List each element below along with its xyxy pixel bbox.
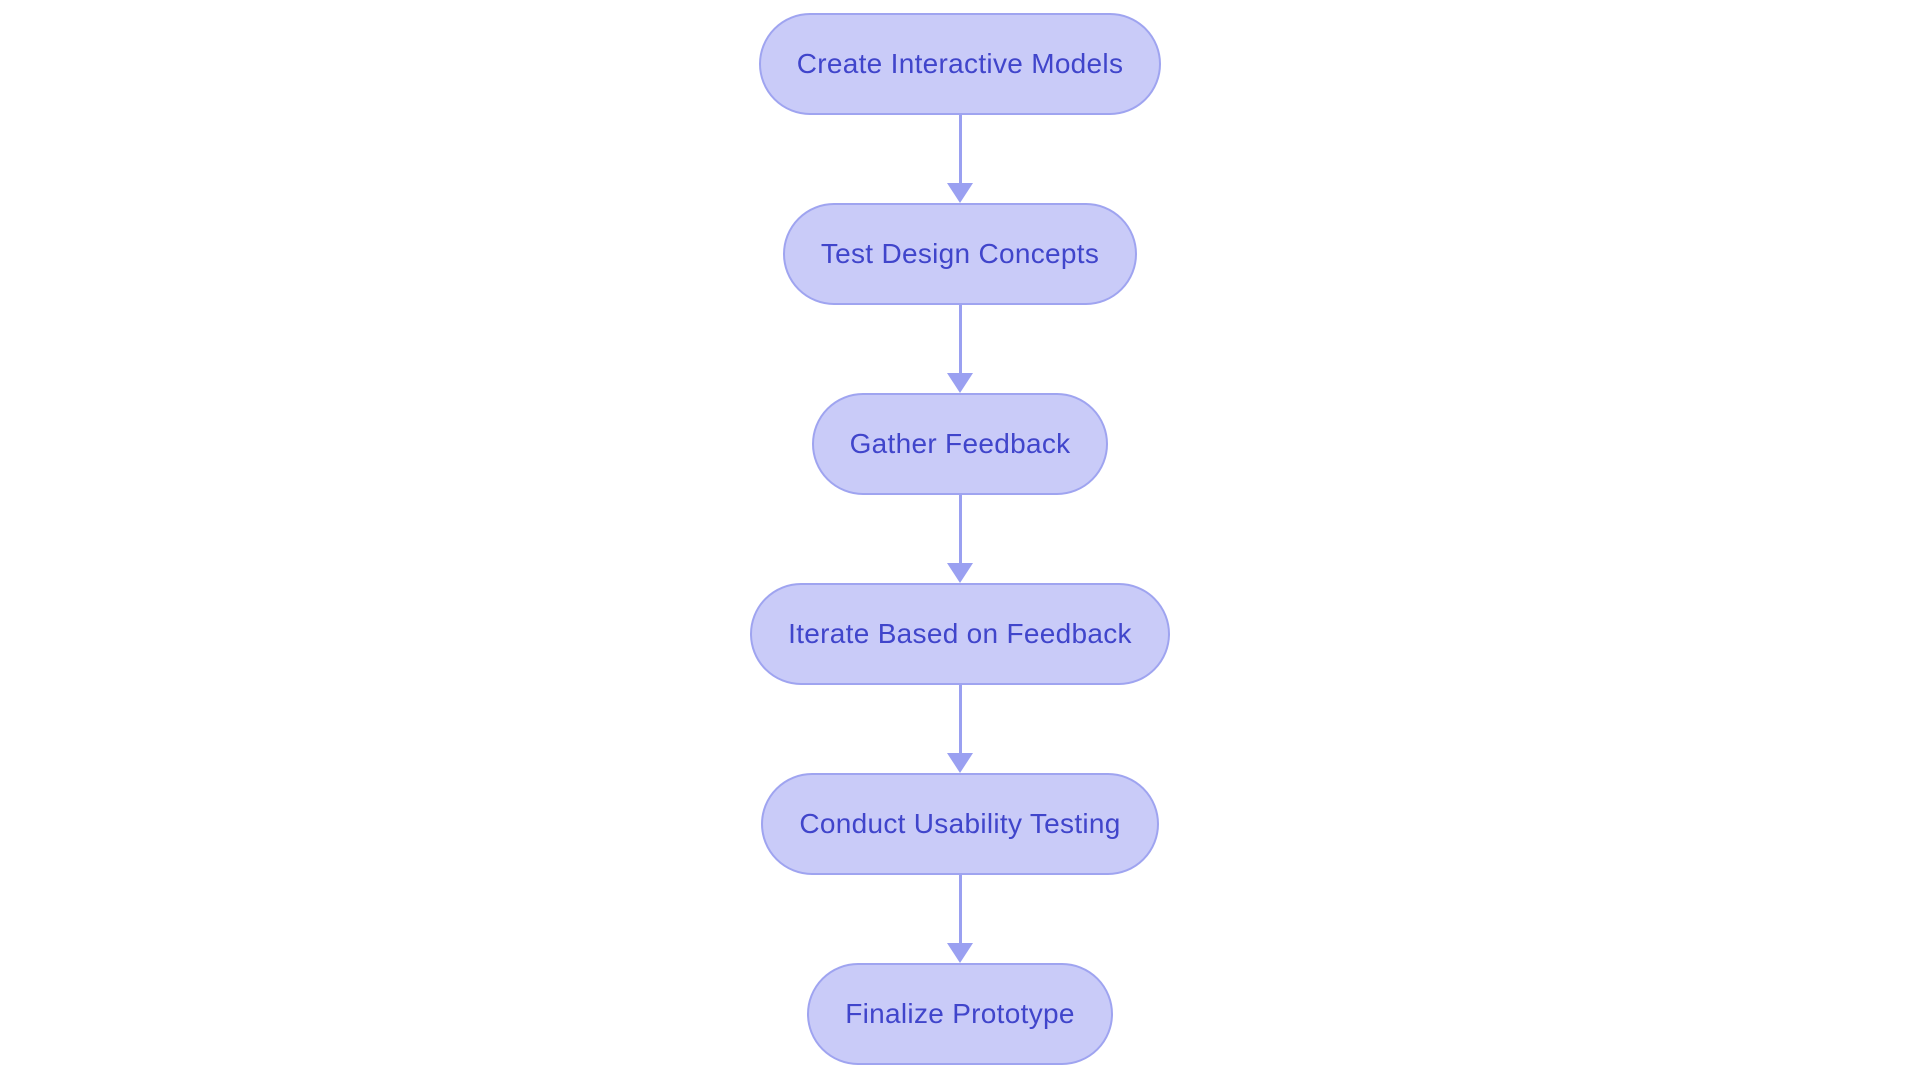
flow-node-finalize-prototype: Finalize Prototype [807, 963, 1113, 1065]
arrow-line [958, 875, 962, 944]
flow-edge-2-3 [947, 305, 973, 393]
arrow-down-icon [947, 373, 973, 393]
arrow-line [958, 305, 962, 374]
arrow-down-icon [947, 943, 973, 963]
flowchart: Create Interactive Models Test Design Co… [0, 13, 1920, 1065]
flow-node-conduct-usability-testing: Conduct Usability Testing [761, 773, 1159, 875]
flow-node-gather-feedback: Gather Feedback [811, 393, 1109, 495]
flow-node-test-design-concepts: Test Design Concepts [782, 203, 1138, 305]
flow-node-iterate-based-on-feedback: Iterate Based on Feedback [750, 583, 1170, 685]
flow-node-create-interactive-models: Create Interactive Models [758, 13, 1162, 115]
node-label: Conduct Usability Testing [799, 808, 1121, 839]
arrow-down-icon [947, 563, 973, 583]
node-label: Finalize Prototype [845, 998, 1075, 1029]
arrow-down-icon [947, 183, 973, 203]
flow-edge-4-5 [947, 685, 973, 773]
arrow-line [958, 495, 962, 564]
arrow-line [958, 115, 962, 184]
node-label: Iterate Based on Feedback [788, 618, 1132, 649]
flow-edge-5-6 [947, 875, 973, 963]
flow-edge-1-2 [947, 115, 973, 203]
node-label: Test Design Concepts [820, 238, 1100, 269]
arrow-down-icon [947, 753, 973, 773]
arrow-line [958, 685, 962, 754]
node-label: Gather Feedback [849, 428, 1071, 459]
node-label: Create Interactive Models [796, 48, 1124, 79]
flow-edge-3-4 [947, 495, 973, 583]
